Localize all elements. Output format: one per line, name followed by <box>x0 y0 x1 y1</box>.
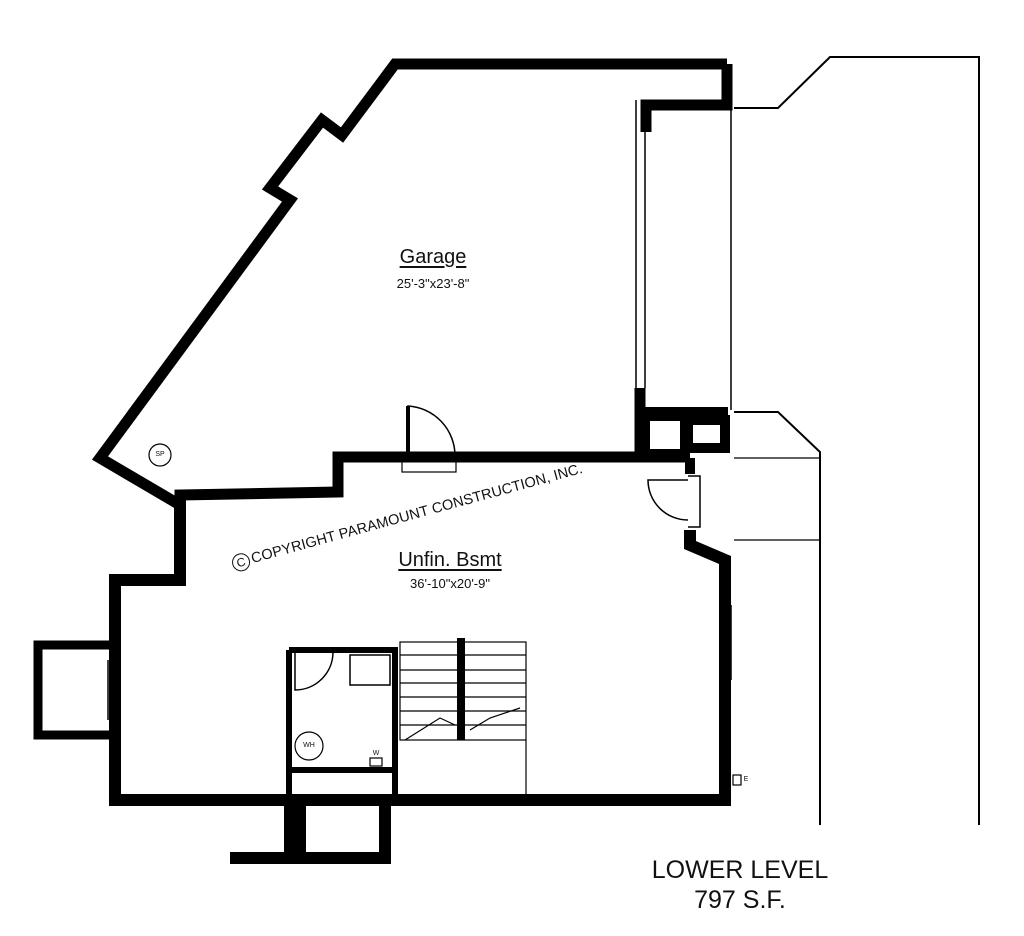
sump-pump-circle <box>148 443 172 467</box>
mechanical-door-swing <box>294 651 334 691</box>
bumpout-wall <box>33 640 112 740</box>
side-door-frame <box>688 475 701 528</box>
side-door-swing <box>647 479 689 521</box>
garage-dimensions: 25'-3"x23'-8" <box>396 276 470 291</box>
right-window <box>721 605 732 680</box>
water-panel-label: W <box>372 750 380 757</box>
mechanical-unit <box>349 654 391 686</box>
basement-wall-bottom-right <box>294 530 731 864</box>
water-heater-label: WH <box>303 742 315 749</box>
level-name: LOWER LEVEL <box>651 856 829 884</box>
basement-dimensions: 36'-10"x20'-9" <box>410 576 490 591</box>
level-area: 797 S.F. <box>694 886 786 914</box>
garage-exterior-wall <box>91 58 727 515</box>
garage-door-threshold <box>401 459 457 473</box>
garage-corner-box <box>640 411 690 459</box>
water-heater-circle <box>294 731 324 761</box>
garage-door-opening <box>635 100 732 410</box>
garage-corner-box-small <box>683 415 730 453</box>
exterior-landing <box>734 457 820 541</box>
bumpout-window <box>107 660 114 720</box>
exterior-outline-upper <box>734 56 980 825</box>
garage-right-wall <box>640 64 733 132</box>
garage-door-swing <box>407 405 456 458</box>
electrical-panel-label: E <box>743 776 749 783</box>
garage-label: Garage <box>399 246 467 268</box>
mechanical-room-wall <box>286 647 398 800</box>
sump-pump-label: SP <box>155 451 165 458</box>
basement-label: Unfin. Bsmt <box>398 549 502 571</box>
level-caption: LOWER LEVEL 797 S.F. <box>620 855 860 915</box>
exterior-outline-lower <box>734 411 821 825</box>
electrical-panel <box>732 774 742 786</box>
water-panel <box>369 757 383 767</box>
basement-wall-left <box>109 500 296 864</box>
stair-rail <box>457 638 465 740</box>
